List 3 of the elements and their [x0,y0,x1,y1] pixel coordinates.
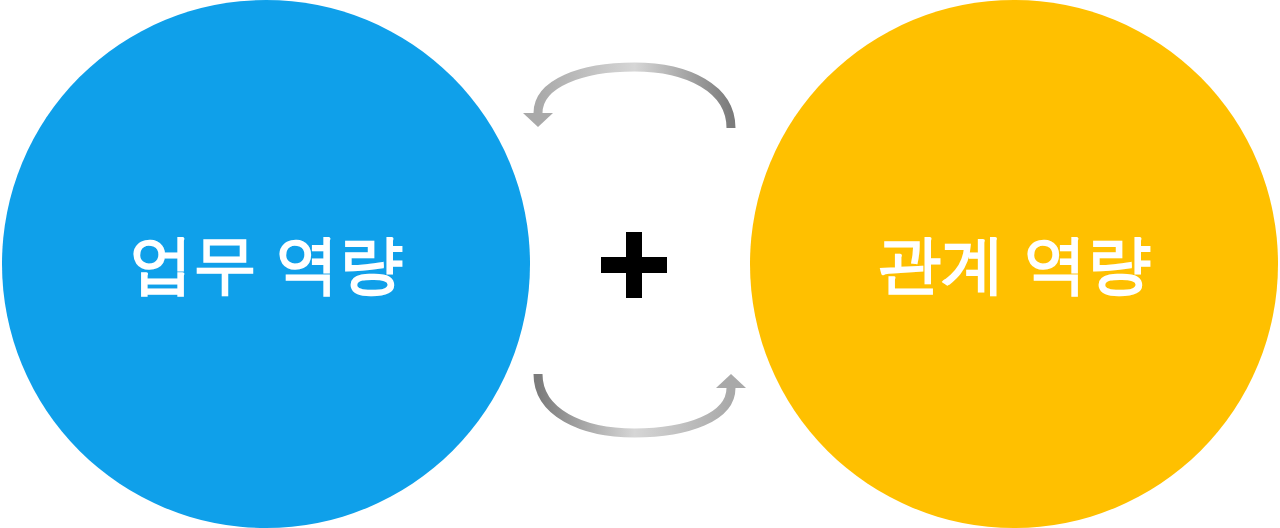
curved-arrow [523,62,736,129]
node-label: 관계 역량 [877,232,1151,296]
node-label: 업무 역량 [129,232,403,296]
